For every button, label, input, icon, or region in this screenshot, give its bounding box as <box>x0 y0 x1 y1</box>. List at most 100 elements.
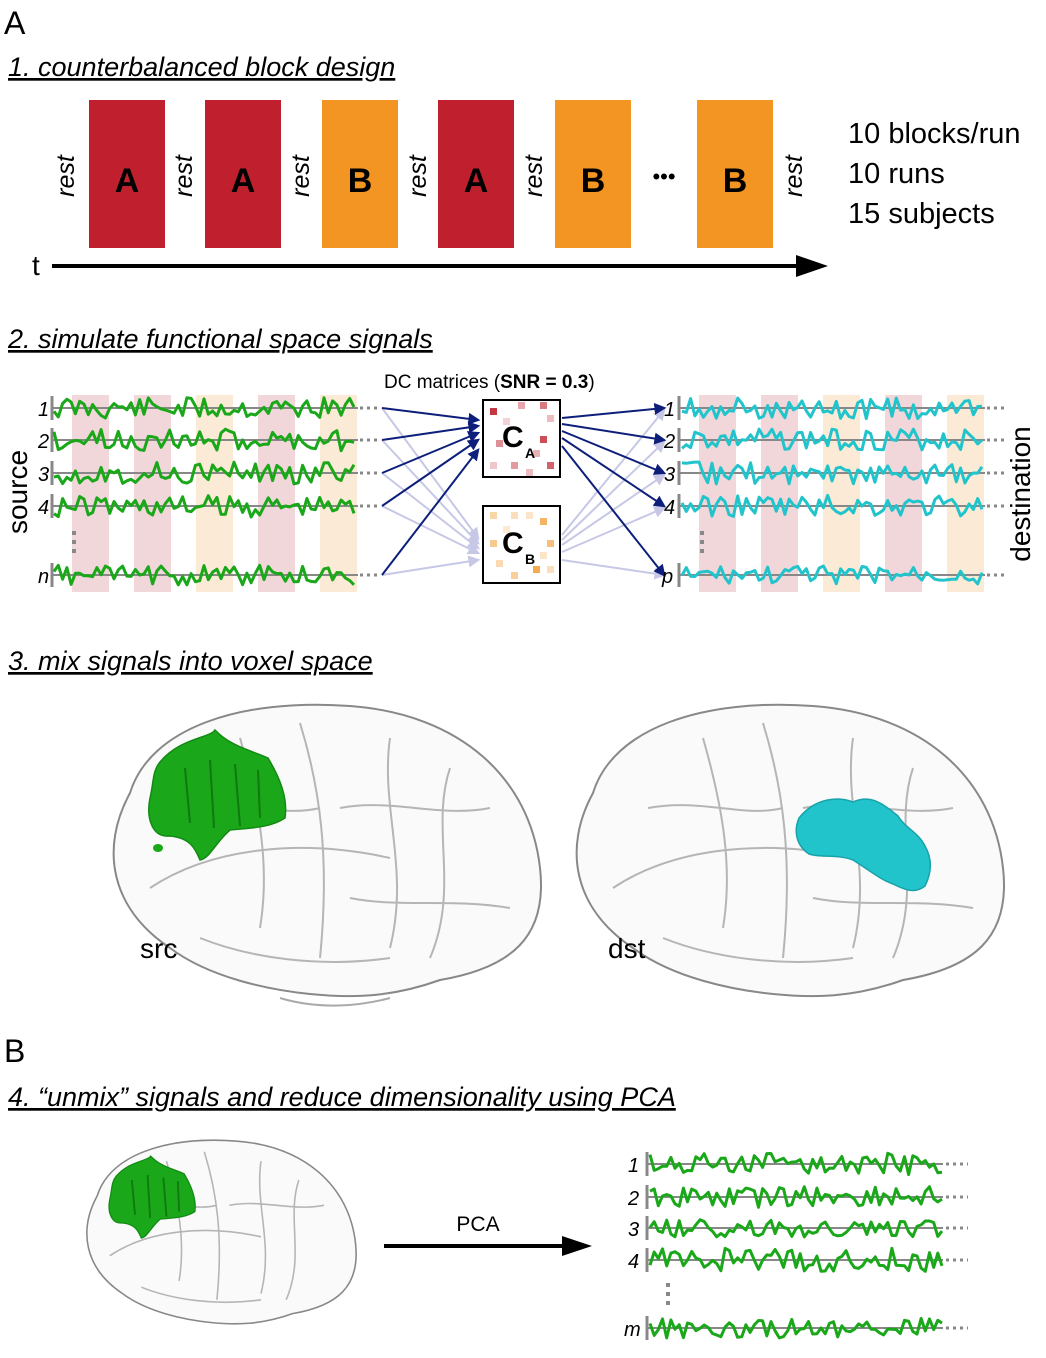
time-axis: t <box>32 250 828 281</box>
dst-region <box>795 798 931 892</box>
block-ellipsis: ••• <box>652 164 675 189</box>
destination-row-3: 3 <box>664 460 1005 486</box>
destination-row-1-label: 1 <box>664 399 675 421</box>
destination-row-p-label: p <box>661 566 673 588</box>
dc-caption-snr: SNR = 0.3 <box>500 372 588 393</box>
time-axis-label: t <box>32 250 40 281</box>
source-row-n-label: n <box>38 566 49 588</box>
dc-matrix-a-label: C <box>502 421 524 454</box>
destination-row-2-label: 2 <box>663 431 675 453</box>
rest-label-1: rest <box>52 154 80 197</box>
block-4: A <box>438 100 514 248</box>
destination-signal-4 <box>680 493 984 518</box>
block-5-label: B <box>581 162 606 200</box>
rest-label-3: rest <box>287 154 315 197</box>
source-axis-label: source <box>2 450 33 534</box>
block-3: B <box>322 100 398 248</box>
source-signal-2 <box>52 427 355 453</box>
step1-title: 1. counterbalanced block design <box>8 52 395 82</box>
destination-signal-p <box>680 564 984 586</box>
pca-signal-1 <box>648 1151 943 1177</box>
step3-title: 3. mix signals into voxel space <box>8 646 373 676</box>
pca-row-1: 1 <box>628 1151 968 1177</box>
pca-arrow: PCA <box>384 1213 592 1256</box>
dc-matrix-a-subscript: A <box>525 445 535 461</box>
design-info-runs: 10 runs <box>848 158 945 190</box>
block-5: B <box>555 100 631 248</box>
source-block-background <box>72 395 357 592</box>
src-label: src <box>140 933 177 964</box>
block-2-label: A <box>231 162 256 200</box>
design-info-subjects: 15 subjects <box>848 198 995 230</box>
destination-signal-3 <box>681 460 984 486</box>
source-row-1-label: 1 <box>38 399 49 421</box>
source-row-2: 2 <box>37 427 380 453</box>
dc-caption-suffix: ) <box>588 372 594 393</box>
rest-label-6: rest <box>780 154 808 197</box>
design-info: 10 blocks/run 10 runs 15 subjects <box>848 118 1021 230</box>
panel-b-label: B <box>4 1033 25 1069</box>
pca-row-3: 3 <box>628 1216 968 1241</box>
connections-from-cb <box>561 408 667 580</box>
destination-signal-1 <box>681 396 983 421</box>
dc-matrix-b: C B <box>482 505 561 584</box>
connections-to-cb <box>381 407 481 576</box>
step4-title: 4. “unmix” signals and reduce dimensiona… <box>8 1082 676 1112</box>
block-1: A <box>89 100 165 248</box>
dc-matrix-a: C A <box>482 399 561 478</box>
source-signal-3 <box>53 460 356 486</box>
pca-row-3-label: 3 <box>628 1219 639 1241</box>
destination-row-p: p <box>661 563 1005 588</box>
source-row-3: 3 <box>38 460 380 486</box>
step2-title: 2. simulate functional space signals <box>7 324 433 354</box>
block-1-label: A <box>115 162 140 200</box>
rest-label-5: rest <box>520 154 548 197</box>
panel-a-label: A <box>4 5 26 41</box>
source-signal-1 <box>52 396 356 420</box>
block-6: B <box>697 100 773 248</box>
connections-to-ca <box>381 407 481 576</box>
block-design: A A B A B ••• B rest rest rest rest rest… <box>32 100 828 281</box>
source-row-4: 4 <box>38 494 380 519</box>
source-signal-4 <box>53 494 356 519</box>
pca-row-4: 4 <box>628 1246 968 1273</box>
dc-matrix-b-subscript: B <box>525 551 535 567</box>
pca-row-m-label: m <box>624 1319 641 1341</box>
destination-row-2: 2 <box>663 427 1005 453</box>
source-row-n: n <box>38 563 380 588</box>
destination-row-4-label: 4 <box>664 497 675 519</box>
source-row-3-label: 3 <box>38 464 49 486</box>
pca-brain <box>86 1139 357 1325</box>
pca-brain-region <box>108 1155 196 1239</box>
dst-label: dst <box>608 933 646 964</box>
block-4-label: A <box>464 162 489 200</box>
rest-label-4: rest <box>404 154 432 197</box>
block-2: A <box>205 100 281 248</box>
dst-brain <box>575 703 1006 998</box>
src-brain <box>112 703 543 1007</box>
destination-row-3-label: 3 <box>664 464 675 486</box>
pca-row-2: 2 <box>627 1185 968 1210</box>
pca-signal-2 <box>649 1185 943 1209</box>
pca-row-2-label: 2 <box>627 1188 639 1210</box>
source-signal-n <box>52 563 356 587</box>
block-3-label: B <box>348 162 373 200</box>
pca-signal-4 <box>648 1246 944 1273</box>
pca-arrow-label: PCA <box>456 1213 499 1236</box>
src-region <box>148 728 287 861</box>
pca-row-m: m <box>624 1316 968 1341</box>
destination-signal-2 <box>681 427 984 452</box>
destination-row-1: 1 <box>664 396 1005 421</box>
destination-row-4: 4 <box>664 493 1005 519</box>
pca-signal-m <box>648 1317 943 1340</box>
block-6-label: B <box>723 162 748 200</box>
dc-matrix-b-label: C <box>502 527 524 560</box>
dc-matrices-caption: DC matrices (SNR = 0.3) <box>384 372 595 393</box>
design-info-blocks: 10 blocks/run <box>848 118 1021 150</box>
source-row-1: 1 <box>38 396 380 421</box>
pca-row-1-label: 1 <box>628 1155 639 1177</box>
destination-axis-label: destination <box>1005 426 1036 561</box>
rest-label-2: rest <box>170 154 198 197</box>
pca-row-4-label: 4 <box>628 1251 639 1273</box>
